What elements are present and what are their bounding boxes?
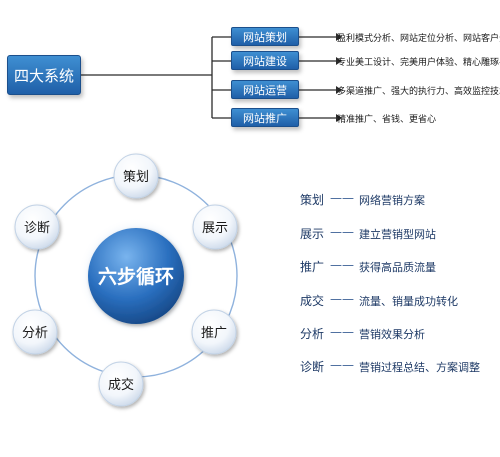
legend-name-deal: 成交 [300,294,325,308]
system-label: 网站推广 [243,111,287,125]
node-label: 展示 [202,221,228,236]
legend-name-diagnosis: 诊断 [300,360,325,374]
legend-dash: —— [330,258,354,272]
system-desc-operation: 多渠道推广、强大的执行力、高效监控技术 [337,87,500,97]
cycle-node-planning: 策划 [113,153,159,199]
legend-desc-display: 建立营销型网站 [359,228,436,241]
node-label: 策划 [123,169,149,185]
node-label: 诊断 [24,221,50,236]
cycle-node-promotion: 推广 [191,309,237,355]
system-label: 网站策划 [243,30,287,44]
legend-dash: —— [330,225,354,239]
node-label: 推广 [201,326,227,341]
system-label: 网站运营 [243,83,287,97]
cycle-node-display: 展示 [192,204,238,250]
system-box-operation: 网站运营 [231,80,299,99]
system-label: 网站建设 [243,54,287,68]
system-box-planning: 网站策划 [231,27,299,46]
legend-desc-analysis: 营销效果分析 [359,328,425,341]
cycle-node-diagnosis: 诊断 [14,204,60,250]
legend-dash: —— [330,325,354,339]
four-systems-label: 四大系统 [13,66,74,85]
legend-dash: —— [330,358,354,372]
four-systems-box: 四大系统 [7,55,81,95]
system-desc-building: 专业美工设计、完美用户体验、精心雕琢手艺 [337,58,500,68]
legend-name-analysis: 分析 [300,327,325,341]
center-label: 六步循环 [98,265,174,288]
node-label: 分析 [22,326,48,341]
legend-desc-deal: 流量、销量成功转化 [359,295,458,308]
legend-desc-planning: 网络营销方案 [359,194,425,207]
legend-dash: —— [330,292,354,306]
cycle-diagram: 六步循环 策划 展示 推广 成交 分析 诊断 [12,153,238,407]
cycle-node-deal: 成交 [98,361,144,407]
system-box-building: 网站建设 [231,51,299,70]
connector-lines [81,33,342,122]
legend-name-promotion: 推广 [300,260,325,274]
center-circle [88,228,184,324]
legend-name-display: 展示 [300,227,325,241]
legend-desc-promotion: 获得高品质流量 [359,261,436,274]
system-desc-planning: 盈利模式分析、网站定位分析、网站客户分析 [337,34,500,44]
system-box-promotion: 网站推广 [231,108,299,127]
legend-name-planning: 策划 [300,193,325,207]
legend-dash: —— [330,191,354,205]
node-label: 成交 [108,377,134,393]
system-desc-promotion: 精准推广、省钱、更省心 [337,115,437,125]
legend-desc-diagnosis: 营销过程总结、方案调整 [359,361,480,374]
cycle-node-analysis: 分析 [12,309,58,355]
